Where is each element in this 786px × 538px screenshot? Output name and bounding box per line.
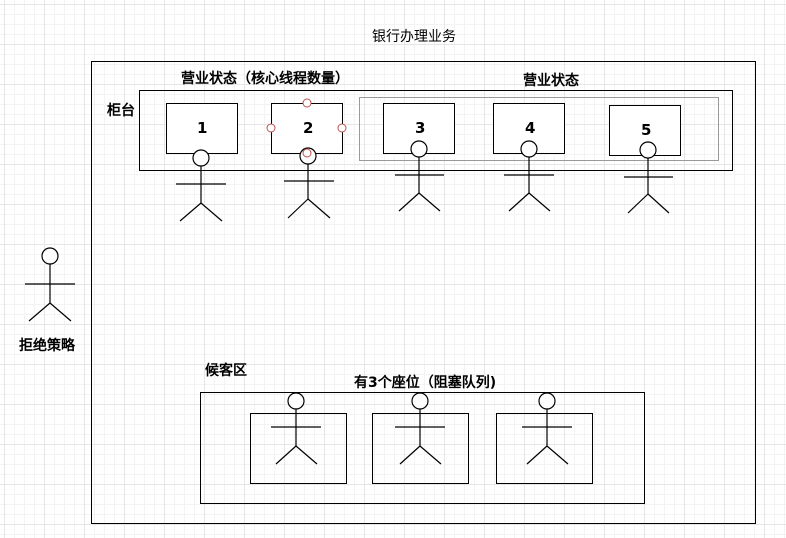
waiting-area-container bbox=[200, 392, 645, 504]
window-1: 1 bbox=[166, 103, 238, 154]
seat-3 bbox=[496, 413, 593, 484]
window-4-number: 4 bbox=[525, 119, 536, 137]
waiting-customer-1-figure bbox=[271, 392, 321, 465]
counter-label: 柜台 bbox=[107, 103, 135, 119]
teller-5-figure bbox=[624, 141, 673, 214]
diagram-title: 银行办理业务 bbox=[372, 29, 456, 45]
core-threads-label: 营业状态（核心线程数量） bbox=[181, 71, 349, 87]
rejected-customer-figure bbox=[25, 247, 75, 322]
reject-policy-label: 拒绝策略 bbox=[19, 338, 75, 354]
waiting-customer-2-figure bbox=[395, 392, 445, 465]
bank-main-container bbox=[91, 61, 756, 524]
seats-label: 有3个座位（阻塞队列) bbox=[354, 375, 497, 391]
waiting-customer-3-figure bbox=[522, 392, 572, 465]
counter-container bbox=[139, 90, 733, 171]
window-2[interactable]: 2 bbox=[271, 103, 343, 154]
window-3-number: 3 bbox=[415, 119, 426, 137]
waiting-area-label: 候客区 bbox=[205, 363, 247, 379]
window-1-number: 1 bbox=[197, 119, 208, 137]
seat-1 bbox=[250, 413, 347, 484]
teller-4-figure bbox=[504, 140, 554, 212]
window-5-number: 5 bbox=[641, 121, 652, 139]
teller-1-figure bbox=[176, 149, 226, 222]
window-2-selection-handles bbox=[266, 98, 347, 158]
window-2-number: 2 bbox=[303, 119, 314, 137]
teller-2-figure bbox=[284, 147, 334, 219]
teller-3-figure bbox=[395, 140, 444, 212]
extra-windows-group bbox=[359, 97, 719, 161]
business-state-label: 营业状态 bbox=[523, 73, 579, 89]
